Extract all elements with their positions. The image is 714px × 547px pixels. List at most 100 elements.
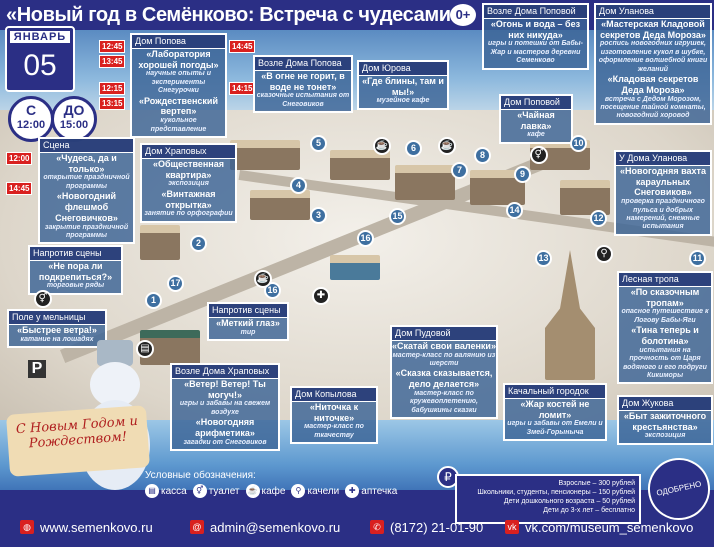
event-title: «Ниточка к ниточке» — [309, 401, 359, 423]
house — [230, 140, 300, 170]
location-header: Сцена — [40, 139, 133, 153]
info-box-vozle-doma-hrapovyh: Возле Дома Храповых«Ветер! Ветер! Ты мог… — [170, 363, 280, 452]
toilet-icon: ⚥ — [530, 146, 548, 164]
windmill — [140, 225, 180, 260]
info-box-dom-ulanova: Дом Уланова«Мастерская Кладовой секретов… — [594, 3, 712, 125]
email-text: admin@semenkovo.ru — [210, 519, 341, 535]
from-label: С — [25, 102, 37, 118]
legend-item: ✚аптечка — [345, 484, 397, 498]
swing-icon: ⚲ — [595, 245, 613, 263]
event-title: «Жар костей не ломит» — [520, 398, 590, 420]
globe-icon: ◍ — [20, 520, 34, 534]
price-list: Взрослые – 300 рублей Школьники, студент… — [455, 474, 641, 524]
greeting-scroll: С Новым Годом и Рождеством! — [6, 405, 150, 477]
event-title: «В огне не горит, в воде не тонет» — [261, 70, 345, 92]
map-marker[interactable]: 3 — [310, 207, 327, 224]
month: ЯНВАРЬ — [10, 31, 70, 43]
title-text: «Новый год в Семёнково: Встреча с чудеса… — [6, 4, 462, 26]
location-header: Поле у мельницы — [9, 311, 105, 325]
info-box-dom-zhukova: Дом Жукова«Быт зажиточного крестьянства»… — [617, 395, 713, 445]
legend-label: аптечка — [361, 485, 398, 497]
location-header: У Дома Уланова — [616, 152, 710, 166]
toilet-icon: ⚥ — [34, 290, 52, 308]
event-title: «Быт зажиточного крестьянства» — [623, 410, 707, 432]
event-description: тир — [240, 328, 256, 336]
map-marker[interactable]: 4 — [290, 177, 307, 194]
time-badge: 12:15 — [99, 82, 126, 95]
day: 05 — [23, 49, 57, 82]
location-header: Лесная тропа — [619, 273, 711, 287]
legend-item: ☕кафе — [245, 484, 286, 498]
event-title: «Быстрее ветра!» — [17, 324, 97, 335]
phone-link[interactable]: ✆(8172) 21-01-90 — [370, 520, 483, 535]
map-marker[interactable]: 15 — [389, 208, 406, 225]
map-marker[interactable]: 13 — [535, 250, 552, 267]
map-marker[interactable]: 5 — [310, 135, 327, 152]
event-title: «Чайная лавка» — [517, 109, 555, 131]
swing-icon: ⚲ — [291, 484, 306, 498]
location-header: Дом Юрова — [359, 62, 447, 76]
info-box-scena: Сцена«Чудеса, да и только»открытие празд… — [38, 137, 135, 245]
event-title: «Огонь и вода – без них никуда» — [490, 18, 581, 40]
map-marker[interactable]: 12 — [590, 210, 607, 227]
email-link[interactable]: @admin@semenkovo.ru — [190, 520, 340, 535]
location-header: Дом Пудовой — [392, 327, 496, 341]
event-title: «Новогодняя арифметика» — [195, 417, 255, 438]
first-aid-icon: ✚ — [312, 287, 330, 305]
to-time: 15:00 — [59, 119, 89, 131]
info-box-dom-yurova: Дом Юрова«Где блины, там и мы!»музейное … — [357, 60, 449, 110]
price-preschool: Дети дошкольного возраста – 50 рублей — [503, 498, 635, 506]
info-box-dom-popova: Дом Попова«Лаборатория хорошей погоды»на… — [130, 33, 227, 138]
footer: Условные обозначения: ▤касса⚥туалет☕кафе… — [0, 452, 714, 547]
price-toddlers: Дети до 3-х лет – бесплатно — [543, 507, 635, 515]
time-badge: 14:45 — [6, 182, 33, 195]
website-link[interactable]: ◍ www.semenkovo.ru — [20, 520, 153, 535]
legend-label: туалет — [208, 485, 240, 497]
location-header: Напротив сцены — [30, 247, 121, 261]
map-marker[interactable]: 9 — [514, 166, 531, 183]
vk-text: vk.com/museum_semenkovo — [525, 519, 694, 535]
info-box-pole-u-melnicy: Поле у мельницы«Быстрее ветра!»катание н… — [7, 309, 107, 348]
event-title: «Ветер! Ветер! Ты могуч!» — [184, 378, 266, 400]
event-description: мастер-класс по кружевоплетению, бабушки… — [410, 389, 478, 414]
time-badge: 13:45 — [99, 55, 126, 68]
map-marker[interactable]: 7 — [451, 162, 468, 179]
location-header: Возле Дома Поповой — [484, 5, 587, 19]
price-adults: Взрослые – 300 рублей — [558, 480, 635, 487]
info-box-dom-hrapovyh: Дом Храповых«Общественная квартира»экспо… — [140, 143, 237, 223]
legend-label: кафе — [261, 485, 286, 497]
map-marker[interactable]: 16 — [357, 230, 374, 247]
first-aid-icon: ✚ — [345, 484, 360, 498]
event-title: «Новогодний флешмоб Снеговичков» — [55, 191, 118, 223]
event-description: загадки от Снеговиков — [183, 438, 267, 446]
map-marker[interactable]: 14 — [506, 202, 523, 219]
map-marker[interactable]: 10 — [570, 135, 587, 152]
map-marker[interactable]: 17 — [167, 275, 184, 292]
event-description: кукольное представление — [150, 117, 207, 133]
event-description: закрытие праздничной программы — [44, 223, 129, 239]
event-description: игры и потешки от Бабы-Жар и мастеров де… — [488, 40, 583, 65]
location-header: Дом Копылова — [292, 388, 376, 402]
map-marker[interactable]: 2 — [190, 235, 207, 252]
event-title: «Чудеса, да и только» — [56, 152, 117, 174]
event-description: кафе — [527, 131, 545, 139]
event-title: «Рождественский вертеп» — [139, 95, 218, 117]
cafe-icon: ☕ — [245, 484, 260, 498]
website-text: www.semenkovo.ru — [40, 519, 153, 535]
map-marker[interactable]: 6 — [405, 140, 422, 157]
event-description: опасное путешествие к Логову Бабы-Яги — [621, 308, 709, 324]
event-title: «По сказочным тропам» — [630, 286, 700, 308]
event-description: испытания на прочность от Царя водяного … — [623, 346, 707, 379]
map-marker[interactable]: 8 — [474, 147, 491, 164]
location-header: Возле Дома Храповых — [172, 365, 278, 379]
map-marker[interactable]: 1 — [145, 292, 162, 309]
map-marker[interactable]: 11 — [689, 250, 706, 267]
phone-icon: ✆ — [370, 520, 384, 534]
time-badge: 14:15 — [229, 82, 256, 95]
location-header: Качальный городок — [505, 385, 605, 399]
cash-register-icon: ▤ — [136, 340, 154, 358]
church — [545, 250, 595, 380]
house — [330, 255, 380, 280]
legend-item: ⚥туалет — [192, 484, 240, 498]
